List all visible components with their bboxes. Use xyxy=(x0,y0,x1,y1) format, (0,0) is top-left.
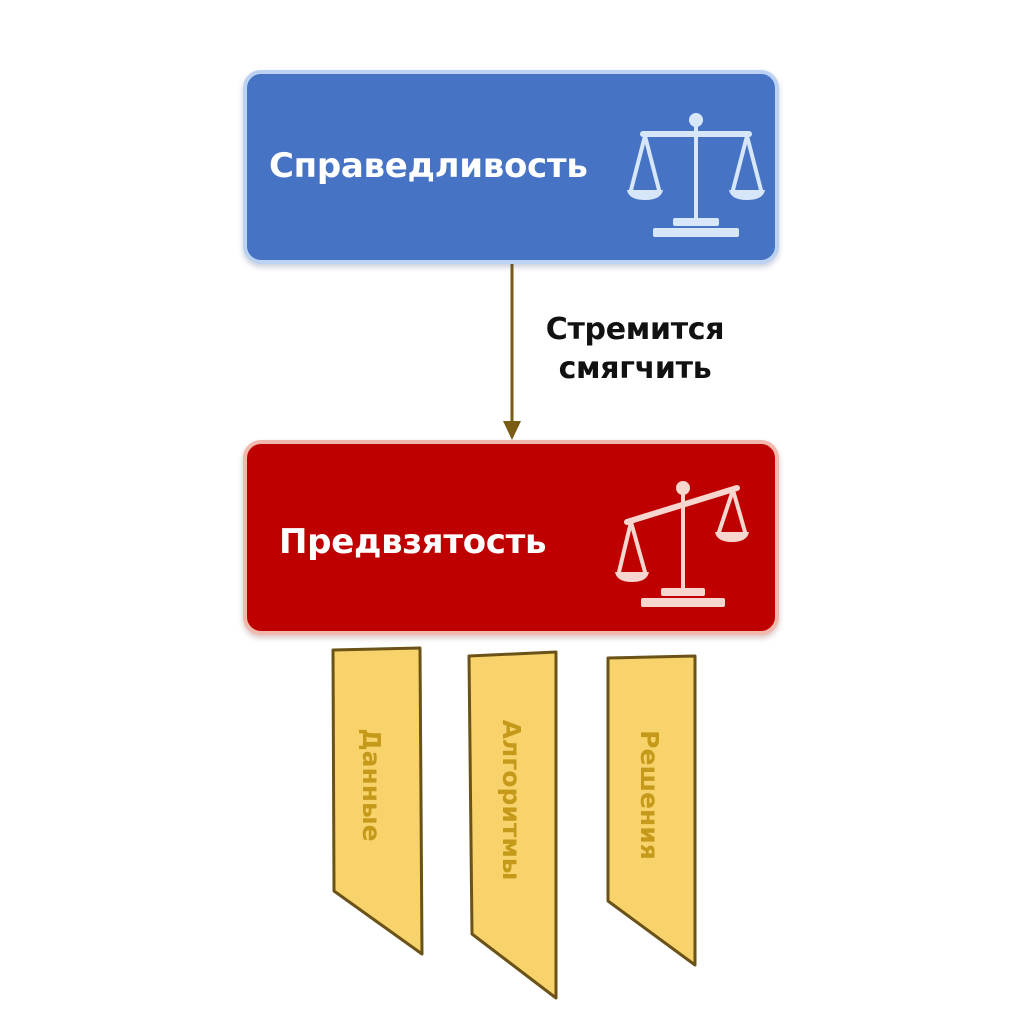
ribbon-decisions: Решения xyxy=(606,654,697,967)
fairness-node: Справедливость xyxy=(243,70,779,264)
edge-label-line1: Стремится xyxy=(545,312,725,347)
balanced-scales-icon xyxy=(627,113,765,237)
edge-label: Стремится смягчить xyxy=(528,310,742,388)
edge-label-line2: смягчить xyxy=(558,351,712,386)
ribbon-label-decisions: Решения xyxy=(635,730,664,860)
ribbon-label-data: Данные xyxy=(357,728,386,841)
bias-title: Предвзятость xyxy=(279,522,547,562)
ribbon-data: Данные xyxy=(331,646,424,956)
ribbon-algorithms: Алгоритмы xyxy=(467,650,558,1000)
fairness-title: Справедливость xyxy=(269,146,588,186)
ribbon-label-algorithms: Алгоритмы xyxy=(497,720,526,881)
tilted-scales-icon xyxy=(615,481,749,607)
bias-node: Предвзятость xyxy=(243,440,779,635)
